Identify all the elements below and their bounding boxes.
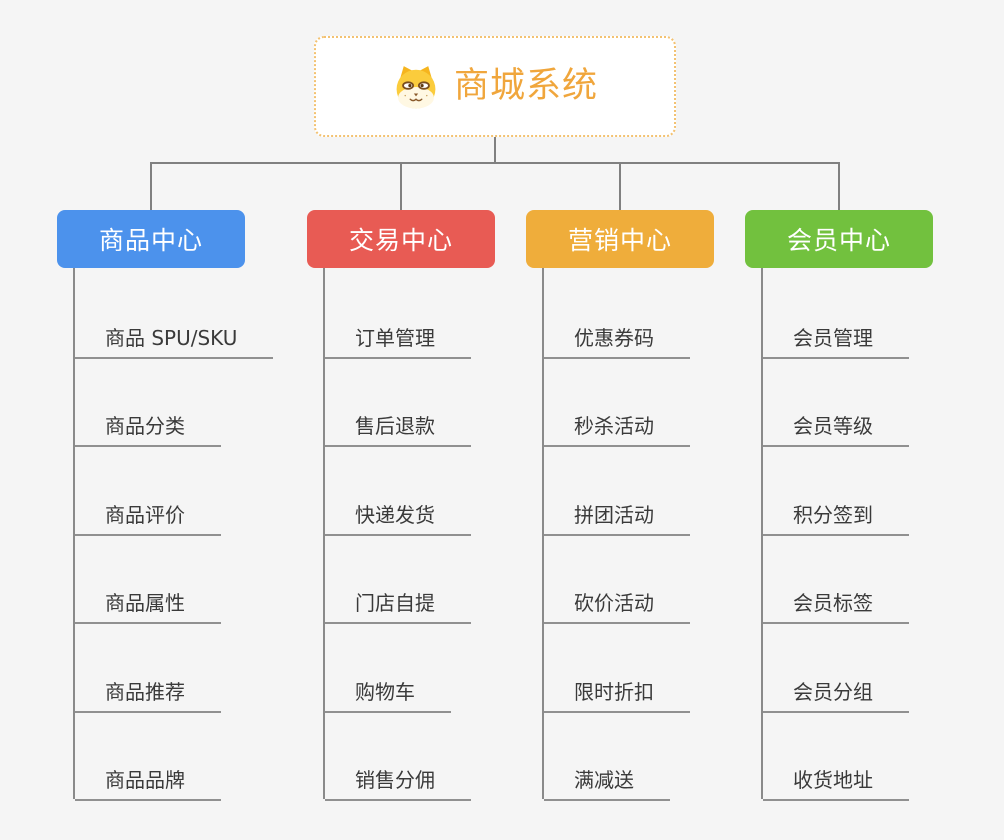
leaf-label[interactable]: 商品推荐 — [75, 682, 221, 713]
leaf-node: 门店自提 — [325, 534, 471, 624]
leaf-label[interactable]: 门店自提 — [325, 593, 471, 624]
leaf-label[interactable]: 限时折扣 — [544, 682, 690, 713]
leaf-label[interactable]: 优惠券码 — [544, 328, 690, 359]
leaf-node: 会员标签 — [763, 534, 909, 624]
leaf-label[interactable]: 满减送 — [544, 770, 670, 801]
leaf-label[interactable]: 会员分组 — [763, 682, 909, 713]
root-title: 商城系统 — [453, 66, 598, 106]
leaf-label[interactable]: 商品分类 — [75, 416, 221, 447]
leaf-node: 商品 SPU/SKU — [75, 268, 274, 359]
leaf-label[interactable]: 砍价活动 — [544, 593, 690, 624]
leaf-label[interactable]: 商品 SPU/SKU — [75, 328, 274, 359]
leaf-node: 订单管理 — [325, 268, 471, 359]
leaf-label[interactable]: 快递发货 — [325, 505, 471, 536]
dog-face-icon — [396, 65, 436, 109]
branch-node-member-center[interactable]: 会员中心 — [745, 210, 933, 268]
leaf-label[interactable]: 商品属性 — [75, 593, 221, 624]
leaf-node: 商品推荐 — [75, 622, 273, 713]
root-node[interactable]: 商城系统 — [314, 36, 676, 137]
leaf-label[interactable]: 订单管理 — [325, 328, 471, 359]
leaf-column-product: 商品 SPU/SKU 商品分类 商品评价 商品属性 商品推荐 商品品牌 — [73, 268, 274, 801]
leaf-node: 会员分组 — [763, 622, 909, 713]
leaf-node: 积分签到 — [763, 445, 909, 536]
leaf-node: 优惠券码 — [544, 268, 690, 359]
branch-node-product-center[interactable]: 商品中心 — [57, 210, 245, 268]
leaf-node: 拼团活动 — [544, 445, 690, 536]
leaf-label[interactable]: 会员等级 — [763, 416, 909, 447]
leaf-node: 收货地址 — [763, 711, 909, 801]
leaf-node: 砍价活动 — [544, 534, 690, 624]
leaf-node: 秒杀活动 — [544, 357, 690, 447]
leaf-node: 商品分类 — [75, 357, 273, 447]
leaf-label[interactable]: 售后退款 — [325, 416, 471, 447]
leaf-node: 商品评价 — [75, 445, 273, 536]
leaf-column-trade: 订单管理 售后退款 快递发货 门店自提 购物车 销售分佣 — [323, 268, 471, 801]
leaf-label[interactable]: 秒杀活动 — [544, 416, 690, 447]
leaf-node: 快递发货 — [325, 445, 471, 536]
leaf-node: 满减送 — [544, 711, 690, 801]
leaf-label[interactable]: 拼团活动 — [544, 505, 690, 536]
leaf-label[interactable]: 销售分佣 — [325, 770, 471, 801]
branch-node-trade-center[interactable]: 交易中心 — [307, 210, 495, 268]
leaf-node: 会员等级 — [763, 357, 909, 447]
leaf-node: 限时折扣 — [544, 622, 690, 713]
leaf-node: 售后退款 — [325, 357, 471, 447]
leaf-label[interactable]: 积分签到 — [763, 505, 909, 536]
branch-node-marketing-center[interactable]: 营销中心 — [526, 210, 714, 268]
leaf-node: 销售分佣 — [325, 711, 471, 801]
leaf-label[interactable]: 会员管理 — [763, 328, 909, 359]
leaf-label[interactable]: 商品评价 — [75, 505, 221, 536]
leaf-column-marketing: 优惠券码 秒杀活动 拼团活动 砍价活动 限时折扣 满减送 — [542, 268, 690, 801]
leaf-node: 购物车 — [325, 622, 471, 713]
leaf-label[interactable]: 收货地址 — [763, 770, 909, 801]
leaf-node: 商品品牌 — [75, 711, 273, 801]
leaf-label[interactable]: 会员标签 — [763, 593, 909, 624]
leaf-column-member: 会员管理 会员等级 积分签到 会员标签 会员分组 收货地址 — [761, 268, 909, 801]
leaf-label[interactable]: 商品品牌 — [75, 770, 221, 801]
leaf-node: 商品属性 — [75, 534, 273, 624]
leaf-node: 会员管理 — [763, 268, 909, 359]
leaf-label[interactable]: 购物车 — [325, 682, 451, 713]
